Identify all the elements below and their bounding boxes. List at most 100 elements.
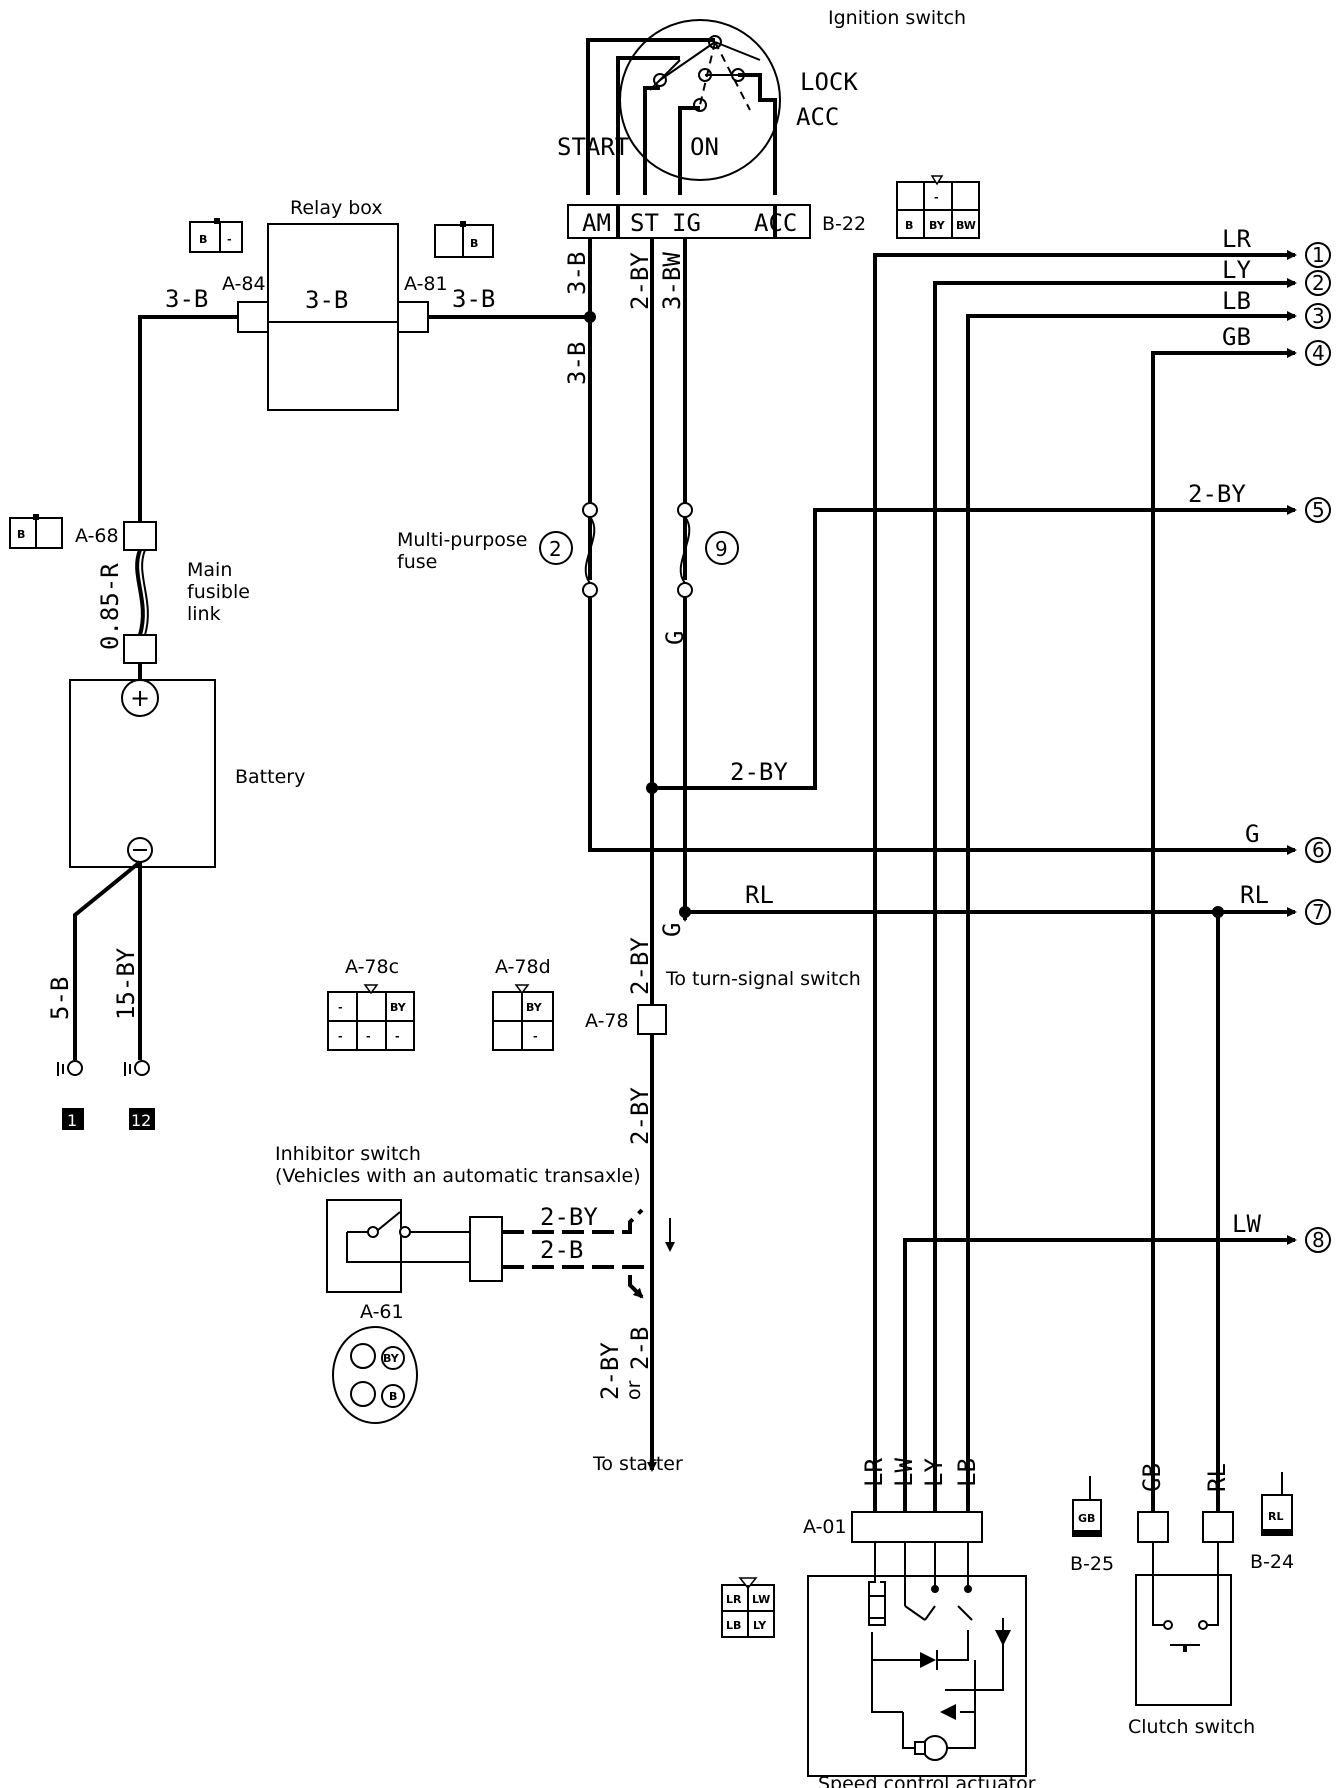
a68-connector [123,521,157,551]
fusible-link-label-2: fusible [187,581,250,603]
output-marker-5: 5 [1305,497,1331,523]
output-marker-7: 7 [1305,899,1331,925]
ground-1-number: 1 [67,1111,77,1130]
wire-g-output-6 [588,595,1285,852]
wire-lb-output-3 [966,314,1285,1522]
am-lower-wire-label: 3-B [563,342,591,385]
lock-label: LOCK [800,68,858,96]
b24-label: B-24 [1250,1551,1294,1573]
a68-label: A-68 [75,525,119,547]
a61-connector [469,1216,503,1282]
actuator-solenoid-icon [868,1595,886,1619]
fuse-9: 9 [677,502,739,598]
svg-text:BY: BY [390,1001,407,1014]
clutch-switch: GB RL Clutch switch [1128,1463,1255,1738]
speed-control-actuator: LR LW LY LB A-01 Speed control actuator [803,1458,1036,1788]
ignition-switch: Ignition switch LOCK ACC START ON AM ST … [557,7,980,239]
svg-text:BY: BY [383,1352,400,1365]
wire-lw-output-8 [903,1238,1285,1522]
output-marker-8: 8 [1305,1227,1331,1253]
b25-connector-face: GB [1072,1476,1102,1537]
svg-text:LR: LR [726,1593,742,1606]
diode-icon [920,1652,936,1668]
svg-text:6: 6 [1312,838,1325,862]
relay-box-label: Relay box [290,197,383,219]
ground-1-marker [62,1108,84,1130]
svg-text:2: 2 [1312,271,1325,295]
relay-right-wire-label: 3-B [452,285,495,313]
ground-12-wire-label: 15-BY [112,947,140,1020]
a01-label: A-01 [803,1516,847,1538]
svg-text:-: - [533,1030,538,1043]
act-pin-ly: LY [920,1458,948,1487]
svg-text:4: 4 [1312,341,1325,365]
a01-connector-face: LR LW LB LY [721,1577,775,1638]
clutch-switch-housing [1135,1574,1232,1706]
starter-alt-wire-label: 2-B [626,1327,654,1370]
ground-12-marker [129,1108,155,1130]
b22-terminal-strip [567,204,811,239]
a81-label: A-81 [404,273,448,295]
b22-connector-face: - B BY BW [896,175,980,239]
battery-label: Battery [235,766,305,788]
inhibitor-switch-label-2: (Vehicles with an automatic transaxle) [275,1165,641,1187]
output-1-wire-label: LR [1222,225,1251,253]
am-pin-label: AM [582,209,611,237]
acc-label: ACC [796,103,839,131]
svg-text:3: 3 [1312,304,1325,328]
output-4-wire-label: GB [1222,323,1251,351]
a01-connector [851,1511,983,1543]
svg-text:BY: BY [526,1001,543,1014]
a78c-connector-face: - BY - - - [327,984,415,1051]
a84-connector [237,301,269,333]
svg-text:GB: GB [1078,1512,1095,1525]
a78c-label: A-78c [345,956,399,978]
svg-text:B: B [389,1390,397,1403]
relay-left-wire-label: 3-B [165,285,208,313]
wire-lr-output-1 [873,253,1285,1522]
st-wire-label: 2-BY [626,252,654,310]
junction-dot [646,782,658,794]
wire-ground-1 [73,860,142,1060]
on-label: ON [690,133,719,161]
svg-text:5: 5 [1312,498,1325,522]
fuse-9-number: 9 [715,537,728,561]
ground-12-icon [124,1060,150,1076]
act-pin-lw: LW [890,1458,918,1487]
svg-text:-: - [227,233,232,246]
st-pin-label: ST [630,209,659,237]
wire-ly-output-2 [933,281,1285,1522]
fusible-link-label-3: link [187,603,221,625]
output-7-wire-label: RL [1240,881,1269,909]
a78-label: A-78 [585,1010,629,1032]
a78d-connector-face: BY - [492,984,554,1051]
svg-text:B: B [470,237,478,250]
ignition-switch-label: Ignition switch [828,7,966,29]
actuator-motor-icon [922,1735,948,1761]
a78d-label: A-78d [495,956,551,978]
a61-connector-face: BY B [332,1326,418,1424]
rl-mid-wire-label: RL [745,881,774,909]
wire-gb-output-4 [1151,351,1285,1512]
b24-connector-face: RL [1261,1472,1293,1536]
act-pin-lb: LB [953,1458,981,1487]
act-pin-lr: LR [860,1458,888,1487]
junction-dot [584,311,596,323]
fusible-link-label-1: Main [187,559,232,581]
svg-text:-: - [338,1030,343,1043]
main-fusible-link [135,549,145,636]
output-marker-4: 4 [1305,340,1331,366]
b24-connector [1202,1511,1234,1543]
wire-2by-output-5 [652,508,1285,790]
clutch-pin-gb: GB [1138,1463,1166,1492]
a78-lower-wire-label: 2-BY [626,1087,654,1145]
relay-mid-wire: 3-B [305,286,348,314]
output-8-wire-label: LW [1232,1210,1261,1238]
svg-text:7: 7 [1312,900,1325,924]
b25-connector [1137,1511,1169,1543]
multi-purpose-fuse-label-1: Multi-purpose [397,529,528,551]
output-6-wire-label: G [1245,820,1259,848]
multi-purpose-fuse-label-2: fuse [397,551,437,573]
clutch-switch-label: Clutch switch [1128,1716,1255,1738]
